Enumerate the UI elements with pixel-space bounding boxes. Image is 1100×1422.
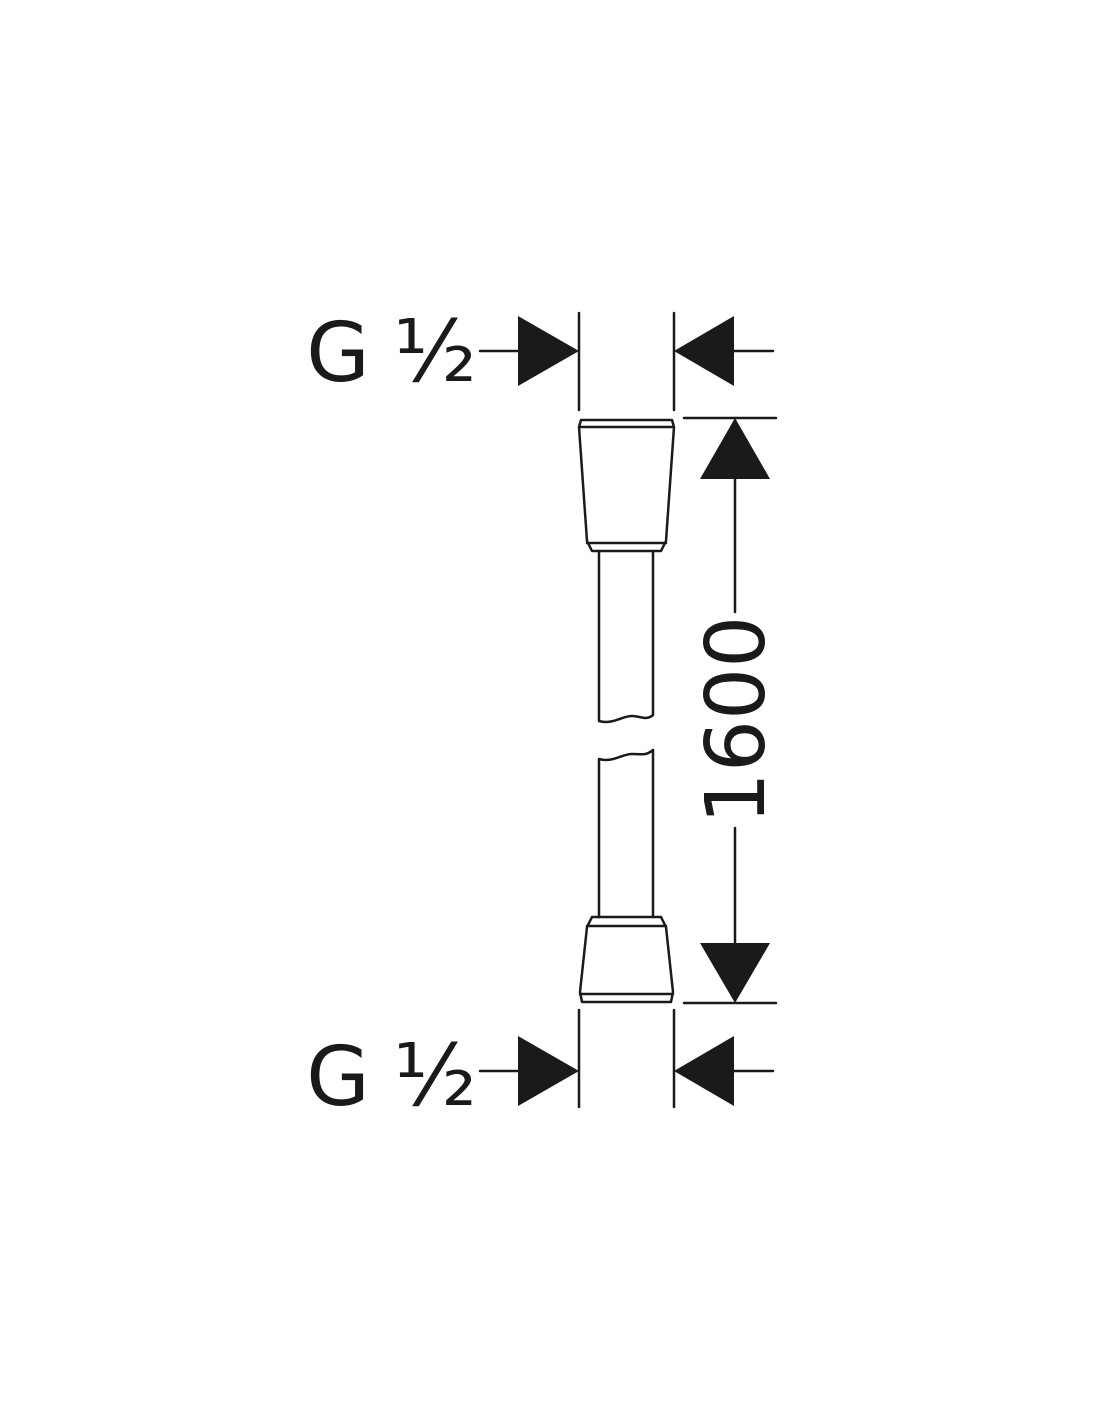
length-arrow-down-icon xyxy=(700,943,770,1003)
top-connector-nut xyxy=(577,418,676,553)
hose-upper-segment xyxy=(597,549,655,724)
bottom-thread-size: ½ xyxy=(393,1026,476,1126)
bottom-arrow-left-icon xyxy=(674,1036,734,1106)
top-thread-size: ½ xyxy=(393,302,476,402)
top-thread-prefix: G xyxy=(306,306,370,401)
top-arrow-left-icon xyxy=(674,316,734,386)
top-arrow-right-icon xyxy=(518,316,579,386)
bottom-connector-nut xyxy=(578,915,675,1004)
hose-lower-segment xyxy=(597,748,655,919)
length-dimension-label: 1600 xyxy=(689,616,784,825)
length-arrow-up-icon xyxy=(700,418,770,479)
bottom-thread-prefix: G xyxy=(306,1030,370,1125)
bottom-arrow-right-icon xyxy=(518,1036,579,1106)
